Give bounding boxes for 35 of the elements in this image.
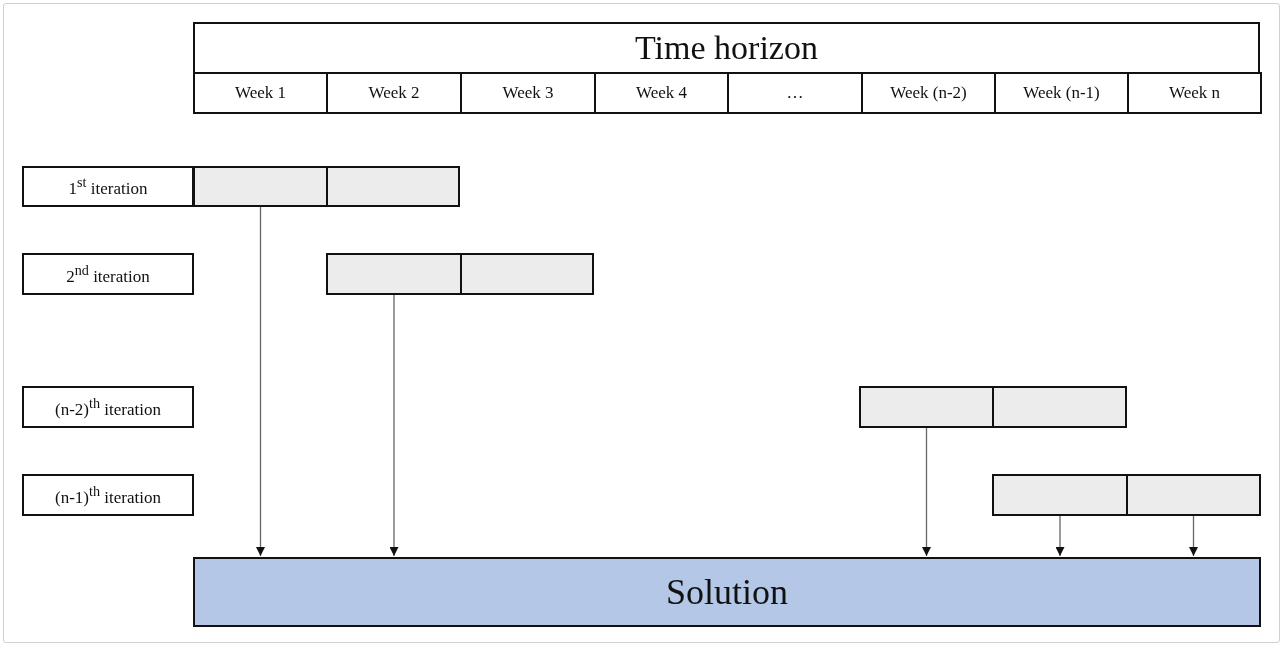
- week-label: Week (n-2): [890, 83, 967, 103]
- week-label: Week 1: [235, 83, 286, 103]
- week-label: Week (n-1): [1023, 83, 1100, 103]
- week-block: [460, 253, 594, 295]
- week-label: …: [786, 83, 804, 103]
- week-block: [193, 166, 328, 207]
- iteration-label: (n-2)$^{th}$ iteration: [55, 394, 161, 420]
- week-block: [859, 386, 994, 428]
- header-title: Time horizon: [635, 29, 818, 67]
- iteration-label-box: [22, 474, 194, 516]
- iteration-label: (n-1)$^{th}$ iteration: [55, 482, 161, 508]
- week-block: [992, 474, 1128, 516]
- week-cell: [1127, 72, 1262, 114]
- arrow: [922, 427, 931, 557]
- week-cell: [193, 72, 328, 114]
- week-label: Week 3: [502, 83, 554, 103]
- arrow: [256, 206, 265, 557]
- week-label: Week 4: [636, 83, 687, 103]
- iteration-label-box: [22, 166, 194, 207]
- iteration-label: 2$^{nd}$ iteration: [66, 261, 150, 287]
- week-block: [326, 166, 460, 207]
- header-box: [193, 22, 1260, 74]
- iteration-label: 1$^{st}$ iteration: [68, 174, 148, 199]
- week-label: Week 2: [368, 83, 420, 103]
- week-block: [326, 253, 462, 295]
- iteration-label-box: [22, 386, 194, 428]
- arrow: [389, 294, 399, 557]
- arrow: [1189, 515, 1198, 557]
- solution-label: Solution: [666, 571, 788, 613]
- solution-box: [193, 557, 1261, 627]
- week-label: Week n: [1169, 83, 1220, 103]
- iteration-label-box: [22, 253, 194, 295]
- arrow: [1055, 515, 1065, 557]
- week-block: [992, 386, 1127, 428]
- week-block: [1126, 474, 1261, 516]
